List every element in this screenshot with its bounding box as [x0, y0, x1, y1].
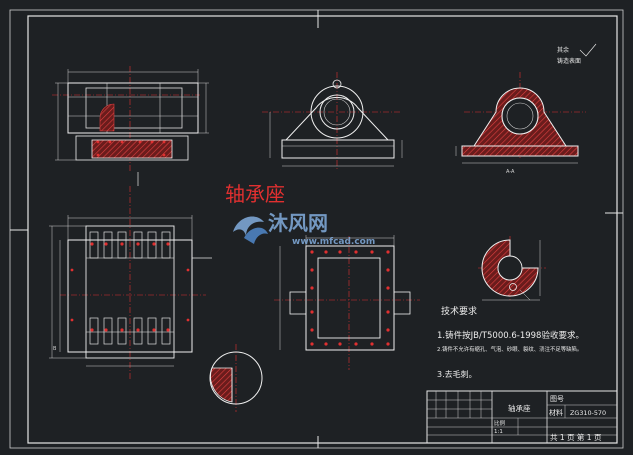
corner-note-line1: 其余	[557, 46, 569, 54]
outer-frame	[9, 9, 624, 449]
watermark: 沐风网 www.mfcad.com	[233, 211, 375, 247]
title-block-sheet: 共 1 页 第 1 页	[550, 432, 602, 442]
bottom-view	[274, 235, 420, 370]
front-view	[262, 72, 403, 170]
section-label-a-a: A-A	[506, 169, 515, 175]
title-block-material-label: 材料	[549, 408, 563, 417]
drawing-title: 轴承座	[225, 182, 285, 206]
tech-requirement-1: 1.铸件按JB/T5000.6-1998验收要求。	[437, 330, 584, 341]
title-block-part-name: 轴承座	[508, 403, 531, 413]
tech-requirement-3: 3.去毛刺。	[437, 369, 477, 379]
section-label-b: B	[53, 346, 57, 352]
section-view-a-a: A-A	[455, 72, 586, 175]
tech-requirements: 技术要求 1.铸件按JB/T5000.6-1998验收要求。 2.铸件不允许有缩…	[437, 305, 584, 379]
title-block: 轴承座 图号 材料 ZG310-570 比例 1:1 共 1 页 第 1 页	[426, 390, 618, 444]
plan-view: B	[49, 186, 212, 380]
title-block-scale-value: 1:1	[494, 429, 503, 435]
tech-requirements-heading: 技术要求	[441, 305, 477, 317]
watermark-url: www.mfcad.com	[292, 237, 375, 247]
watermark-logo-icon	[233, 216, 268, 244]
title-block-scale-label: 比例	[494, 419, 506, 427]
top-left-view	[52, 66, 209, 186]
round-section-view	[209, 344, 263, 412]
detail-view	[478, 236, 546, 301]
corner-note: 其余 铸造表面	[557, 43, 597, 65]
watermark-brand: 沐风网	[268, 211, 328, 235]
title-block-drawing-no-label: 图号	[550, 395, 564, 403]
surface-finish-icon	[579, 43, 597, 57]
centering-marks	[10, 10, 623, 448]
tech-requirement-2: 2.铸件不允许有缩孔、气泡、砂眼、裂纹、浇注不足等缺陷。	[437, 345, 582, 353]
title-block-material-value: ZG310-570	[570, 409, 606, 417]
corner-note-line2: 铸造表面	[557, 57, 581, 65]
